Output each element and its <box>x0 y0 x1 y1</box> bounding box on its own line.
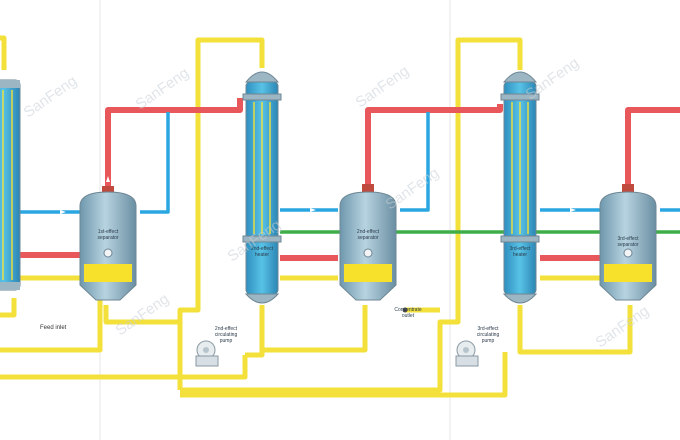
concentrate-valve <box>402 307 408 313</box>
watermark-1: SanFeng <box>21 72 81 121</box>
heater-3rd-effect <box>500 71 540 304</box>
watermark-5: SanFeng <box>383 164 443 213</box>
liquid-pipes <box>0 35 633 398</box>
label-pump3-line3: pump <box>482 338 495 344</box>
label-pump2-line2: circulating <box>215 332 238 338</box>
label-concentrate-line2: outlet <box>402 313 415 319</box>
pump-2nd-effect <box>195 340 219 367</box>
watermark-2: SanFeng <box>133 64 193 113</box>
label-pump2-line1: 2nd-effect <box>215 326 238 332</box>
label-concentrate-line1: Concentrate <box>394 307 421 313</box>
labels: Feed inlet 1st-effect separator 2nd-effe… <box>40 229 639 344</box>
heater-1st-effect <box>0 79 21 291</box>
label-pump2-line3: pump <box>220 338 233 344</box>
label-pump3-line1: 3rd-effect <box>477 326 499 332</box>
label-heater3-line2: heater <box>513 252 528 258</box>
label-heater3-line1: 3rd-effect <box>509 246 531 252</box>
separator-1st-effect <box>79 186 137 301</box>
heater-2nd-effect <box>242 71 282 304</box>
watermark-8: SanFeng <box>593 302 653 351</box>
steam-pipes <box>20 98 680 261</box>
separator-3rd-effect <box>599 184 657 301</box>
label-heater2-line1: 2nd-effect <box>251 246 274 252</box>
label-sep1-line2: separator <box>97 235 118 241</box>
label-pump3-line2: circulating <box>477 332 500 338</box>
label-sep2-line2: separator <box>357 235 378 241</box>
watermark-3: SanFeng <box>353 62 413 111</box>
label-sep3-line2: separator <box>617 242 638 248</box>
label-heater2-line2: heater <box>255 252 270 258</box>
pump-3rd-effect <box>455 340 479 367</box>
separator-2nd-effect <box>339 184 397 301</box>
label-sep3-line1: 3rd-effect <box>617 236 639 242</box>
label-sep1-line1: 1st-effect <box>98 229 119 235</box>
label-sep2-line1: 2nd-effect <box>357 229 380 235</box>
label-feed-inlet: Feed inlet <box>40 325 67 331</box>
